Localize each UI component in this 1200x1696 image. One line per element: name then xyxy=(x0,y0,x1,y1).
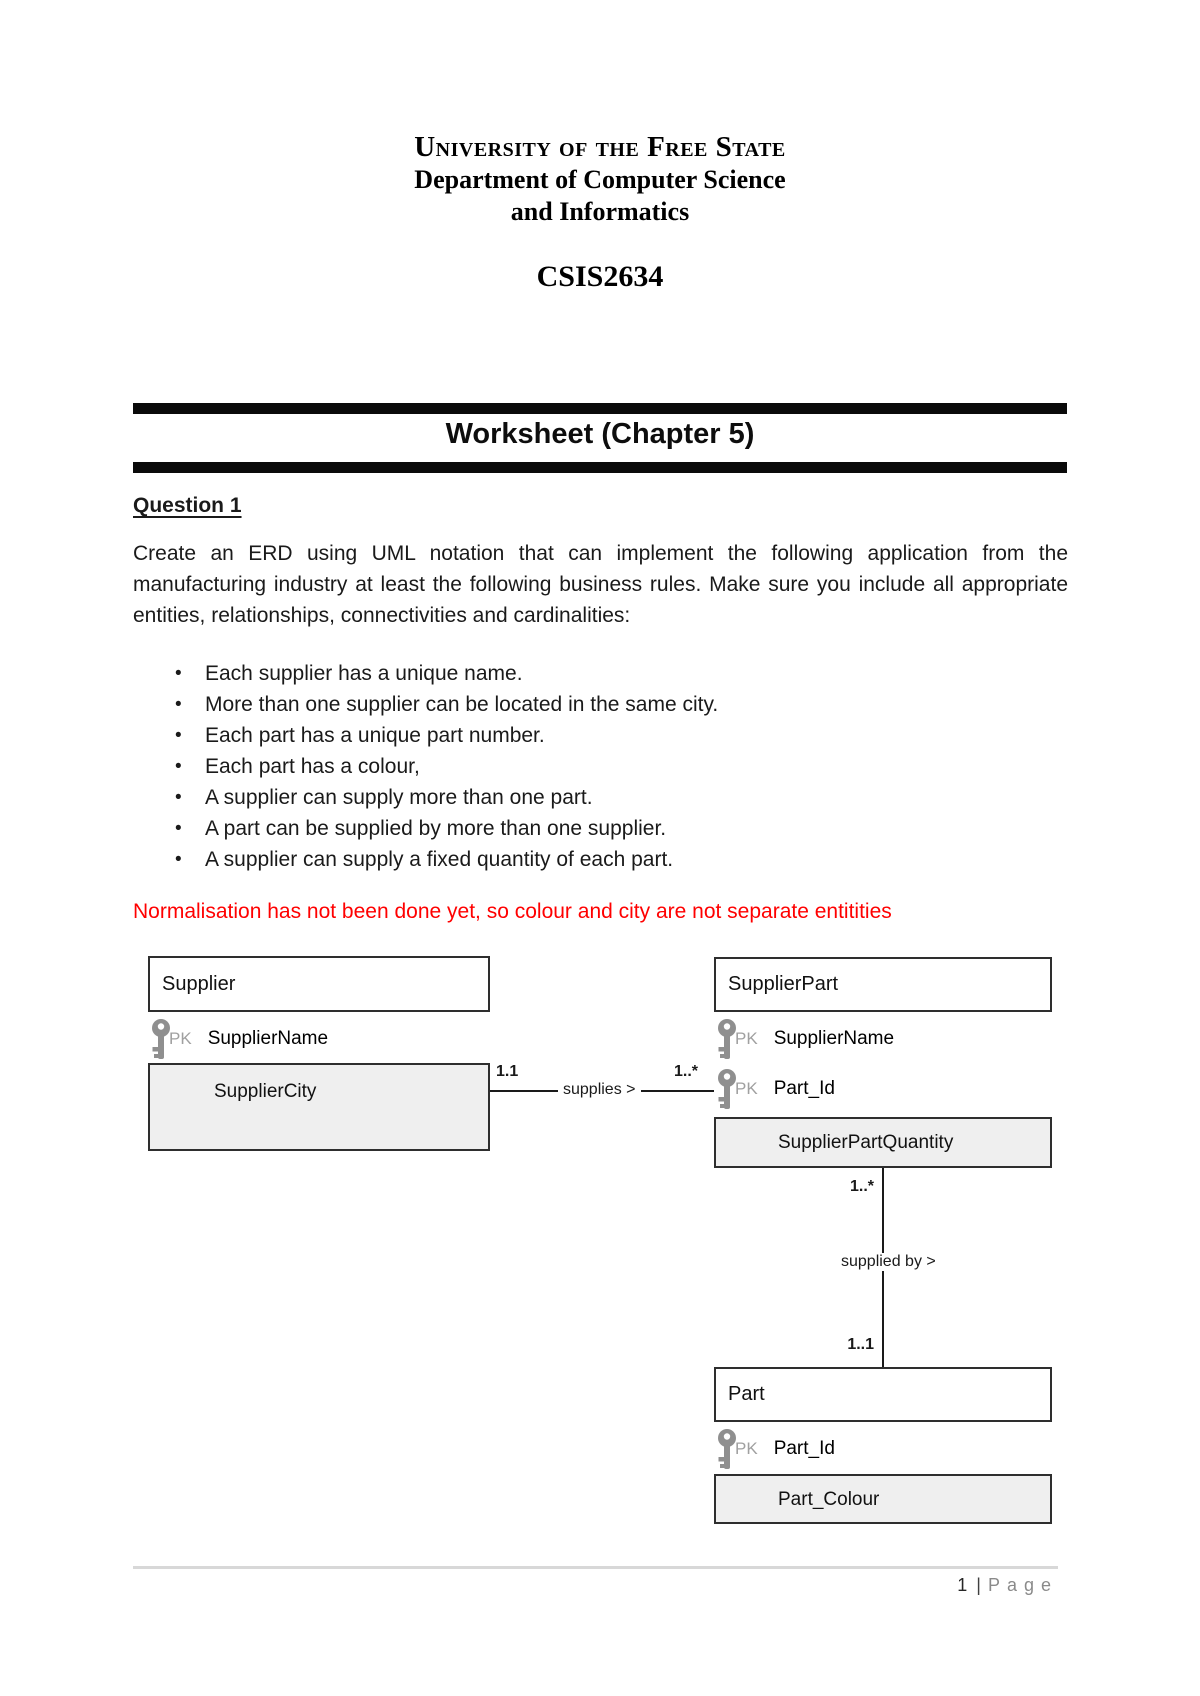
bullet-marker: • xyxy=(175,756,182,777)
rule-text: A supplier can supply more than one part… xyxy=(205,786,593,809)
department-name-line2: and Informatics xyxy=(510,197,690,226)
footer-divider xyxy=(133,1566,1058,1569)
attribute-name: SupplierCity xyxy=(214,1081,317,1102)
bullet-marker: • xyxy=(175,694,182,715)
rule-text: Each part has a unique part number. xyxy=(205,724,545,747)
attribute-name: Part_Id xyxy=(773,1078,835,1099)
rule-item: • Each part has a unique part number. xyxy=(133,720,1068,751)
question-intro: Create an ERD using UML notation that ca… xyxy=(133,542,1068,627)
entity-supplierpart-title-box: SupplierPart xyxy=(714,957,1052,1012)
bullet-marker: • xyxy=(175,818,182,839)
bullet-marker: • xyxy=(175,849,182,870)
page-number: 1 xyxy=(957,1575,968,1595)
attribute-name: SupplierPartQuantity xyxy=(778,1132,954,1153)
rule-item: • A supplier can supply a fixed quantity … xyxy=(133,844,1068,875)
cardinality-label: 1..* xyxy=(674,1063,699,1080)
university-name: University of the Free State xyxy=(414,131,786,163)
page-number-separator: | xyxy=(976,1575,981,1595)
cardinality-label: 1..* xyxy=(849,1178,874,1195)
bullet-marker: • xyxy=(175,787,182,808)
relationship-supplied-by-label: supplied by > xyxy=(836,1253,941,1271)
rule-text: A supplier can supply a fixed quantity o… xyxy=(205,848,674,871)
attribute-name: Part_Colour xyxy=(778,1489,880,1510)
rule-text: More than one supplier can be located in… xyxy=(205,693,719,716)
entity-title: SupplierPart xyxy=(728,973,839,995)
rule-item: • Each part has a colour, xyxy=(133,751,1068,782)
document-header: University of the Free State Department … xyxy=(133,130,1067,294)
rule-item: • Each supplier has a unique name. xyxy=(133,658,1068,689)
entity-title: Part xyxy=(728,1383,765,1405)
normalisation-note: Normalisation has not been done yet, so … xyxy=(133,900,892,923)
entity-supplierpart-attribute-box: SupplierPartQuantity xyxy=(714,1117,1052,1168)
banner-rule-top xyxy=(133,403,1067,414)
business-rules-list: • Each supplier has a unique name. • More … xyxy=(133,658,1068,875)
attribute-name: SupplierName xyxy=(773,1028,895,1049)
department-name-line1: Department of Computer Science xyxy=(414,165,786,194)
rule-text: Each supplier has a unique name. xyxy=(205,662,523,685)
entity-part-pk-row: PK Part_Id xyxy=(716,1426,835,1472)
rule-text: A part can be supplied by more than one … xyxy=(205,817,667,840)
entity-supplier-pk-row: PK SupplierName xyxy=(150,1016,328,1062)
attribute-name: Part_Id xyxy=(773,1438,835,1459)
rule-item: • A part can be supplied by more than one… xyxy=(133,813,1068,844)
page-label: Page xyxy=(987,1575,1058,1595)
bullet-marker: • xyxy=(175,663,182,684)
pk-label: PK xyxy=(735,1439,758,1458)
entity-title: Supplier xyxy=(162,972,236,995)
entity-supplierpart-pk-row-2: PK Part_Id xyxy=(716,1066,835,1112)
pk-label: PK xyxy=(735,1079,758,1098)
pk-label: PK xyxy=(169,1029,192,1048)
banner-rule-bottom xyxy=(133,462,1067,473)
bullet-marker: • xyxy=(175,725,182,746)
page-footer: 1 | Page xyxy=(700,1575,1058,1596)
entity-part-attribute-box: Part_Colour xyxy=(714,1474,1052,1524)
cardinality-label: 1.1 xyxy=(496,1063,519,1080)
entity-supplierpart-pk-row-1: PK SupplierName xyxy=(716,1016,894,1062)
worksheet-title: Worksheet (Chapter 5) xyxy=(445,418,755,450)
course-code: CSIS2634 xyxy=(536,260,664,293)
entity-part-title-box: Part xyxy=(714,1367,1052,1422)
attribute-name: SupplierName xyxy=(207,1028,329,1049)
entity-supplier-title-box: Supplier xyxy=(148,956,490,1012)
cardinality-label: 1..1 xyxy=(847,1336,874,1353)
rule-item: • More than one supplier can be located i… xyxy=(133,689,1068,720)
relationship-supplies-label: supplies > xyxy=(558,1081,641,1099)
rule-text: Each part has a colour, xyxy=(205,755,420,778)
pk-label: PK xyxy=(735,1029,758,1048)
entity-supplier-attribute-box: SupplierCity xyxy=(148,1063,490,1151)
question-heading: Question 1 xyxy=(133,494,242,517)
rule-item: • A supplier can supply more than one par… xyxy=(133,782,1068,813)
